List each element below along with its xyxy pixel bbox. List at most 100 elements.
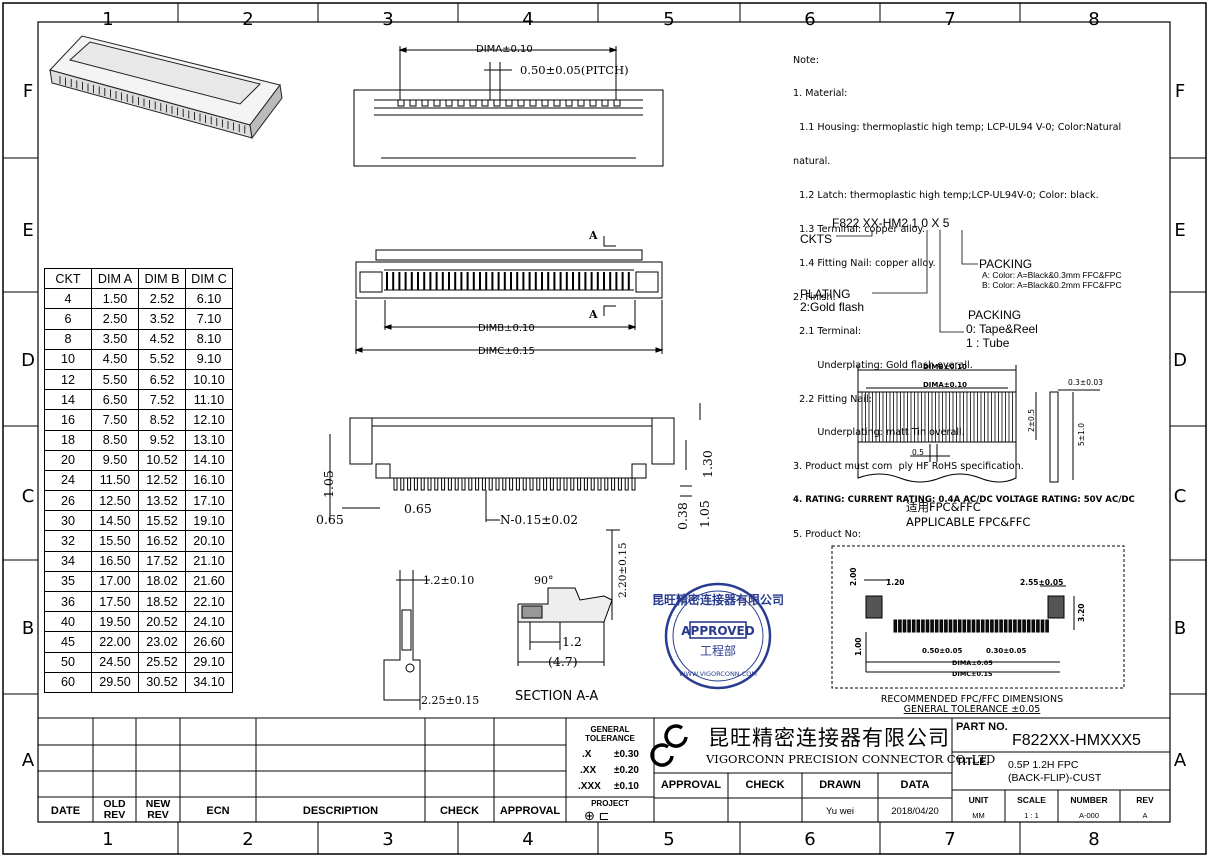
table-cell: 24.10 bbox=[185, 611, 233, 633]
table-cell: 16.10 bbox=[185, 469, 233, 492]
pin-pad bbox=[493, 99, 501, 107]
table-cell: 9.10 bbox=[185, 348, 233, 370]
pin-pad bbox=[1026, 619, 1031, 633]
pin-pad bbox=[393, 477, 398, 491]
dim-1-05-left: 1.05 bbox=[321, 470, 336, 498]
table-cell: 9.52 bbox=[138, 429, 186, 451]
fpc-h2: 2±0.5 bbox=[1027, 409, 1036, 432]
packing-2-reel: 0: Tape&Reel bbox=[966, 322, 1038, 336]
dim-0-65-mid: 0.65 bbox=[404, 501, 432, 516]
table-cell: 14.10 bbox=[185, 449, 233, 471]
pin-pad bbox=[475, 477, 480, 491]
note-line: 1.2 Latch: thermoplastic high temp;LCP-U… bbox=[793, 190, 1099, 202]
pin-pad bbox=[469, 99, 477, 107]
note-line: 1.3 Terminal: copper alloy. bbox=[793, 224, 925, 236]
packing-2-title: PACKING bbox=[968, 308, 1022, 322]
pin-pad bbox=[590, 477, 595, 491]
fpc-pitch: 0.5 bbox=[912, 448, 924, 457]
pin-pad bbox=[601, 99, 609, 107]
table-cell: 10.10 bbox=[185, 368, 233, 391]
packing-2-tube: 1 : Tube bbox=[966, 336, 1010, 350]
pin-pad bbox=[1017, 619, 1022, 633]
col-header: DIM A bbox=[91, 267, 139, 290]
table-cell: 6.50 bbox=[91, 389, 139, 411]
dim-0-65-left: 0.65 bbox=[316, 512, 344, 527]
pin-pad bbox=[957, 619, 962, 633]
pin-pad bbox=[962, 619, 967, 633]
table-cell: 34.10 bbox=[185, 671, 233, 693]
dim-2-25: 2.25±0.15 bbox=[421, 694, 479, 707]
rev-col-approval: APPROVAL bbox=[499, 805, 561, 817]
zone-top-3: 3 bbox=[382, 9, 393, 30]
table-cell: 15.52 bbox=[138, 510, 186, 532]
table-cell: 21.60 bbox=[185, 570, 233, 593]
project-label: PROJECT bbox=[591, 799, 629, 808]
fpc-h5: 5±1.0 bbox=[1077, 423, 1086, 446]
rev-col-ecn: ECN bbox=[206, 805, 230, 817]
pin-pad bbox=[1031, 619, 1036, 633]
pin-pad bbox=[1022, 619, 1026, 633]
table-cell: 32 bbox=[44, 530, 92, 552]
table-cell: 35 bbox=[44, 570, 92, 593]
zone-left-C: C bbox=[22, 486, 35, 507]
pin-pad bbox=[529, 99, 537, 107]
pin-pad bbox=[916, 619, 921, 633]
pin-pad bbox=[481, 477, 486, 491]
pin-pad bbox=[397, 99, 405, 107]
pin-pad bbox=[481, 99, 489, 107]
dim-1-30: 1.30 bbox=[700, 450, 715, 478]
approved-stamp bbox=[664, 582, 772, 690]
table-cell: 24 bbox=[44, 469, 92, 492]
table-cell: 19.10 bbox=[185, 510, 233, 532]
projection-symbol-icon: ⊕ ⊏ bbox=[584, 808, 610, 823]
pin-pad bbox=[994, 619, 999, 633]
table-cell: 6 bbox=[44, 308, 92, 330]
part-no-value: F822XX-HMXXX5 bbox=[1012, 732, 1141, 749]
tol-xx-label: .XX bbox=[580, 765, 597, 776]
zone-right-B: B bbox=[1174, 618, 1186, 639]
company-name-en: VIGORCONN PRECISION CONNECTOR CO.,LTD bbox=[706, 752, 996, 766]
pin-pad bbox=[536, 477, 541, 491]
dim-4-7: (4.7) bbox=[548, 654, 578, 669]
fp-dima: DIMA±0.05 bbox=[952, 659, 993, 667]
dim-angle: 90° bbox=[534, 574, 554, 587]
note-line: 5. Product No: bbox=[793, 529, 861, 541]
dim-2-20: 2.20±0.15 bbox=[617, 542, 629, 598]
title-label: TITLE. bbox=[956, 756, 990, 768]
fp-title: RECOMMENDED FPC/FFC DIMENSIONS bbox=[881, 694, 1063, 705]
drawn-header: DRAWN bbox=[819, 779, 861, 791]
table-cell: 8.52 bbox=[138, 409, 186, 431]
pin-pad bbox=[990, 619, 994, 633]
pin-pad bbox=[907, 619, 911, 633]
unit-label: UNIT bbox=[968, 795, 989, 805]
table-cell: 10 bbox=[44, 348, 92, 370]
pin-pad bbox=[543, 477, 548, 491]
pin-pad bbox=[495, 477, 500, 491]
zone-bottom-7: 7 bbox=[944, 829, 955, 850]
pin-pad bbox=[400, 477, 405, 491]
pin-pad bbox=[1045, 619, 1049, 633]
table-cell: 7.52 bbox=[138, 389, 186, 411]
dim-a-label: DIMA±0.10 bbox=[476, 44, 533, 55]
fpc-thickness: 0.3±0.03 bbox=[1068, 378, 1103, 387]
col-header: CKT bbox=[44, 267, 92, 290]
unit-value: MM bbox=[972, 811, 985, 820]
isometric-view bbox=[49, 35, 283, 140]
packing-1-title: PACKING bbox=[979, 257, 1033, 271]
table-cell: 20 bbox=[44, 449, 92, 471]
pin-pad bbox=[421, 99, 429, 107]
drawn-by-value: Yu wei bbox=[826, 806, 854, 817]
table-cell: 20.52 bbox=[138, 611, 186, 633]
pin-pad bbox=[921, 619, 925, 633]
zone-right-C: C bbox=[1174, 486, 1187, 507]
pin-pad bbox=[549, 477, 554, 491]
pin-pad bbox=[427, 477, 432, 491]
